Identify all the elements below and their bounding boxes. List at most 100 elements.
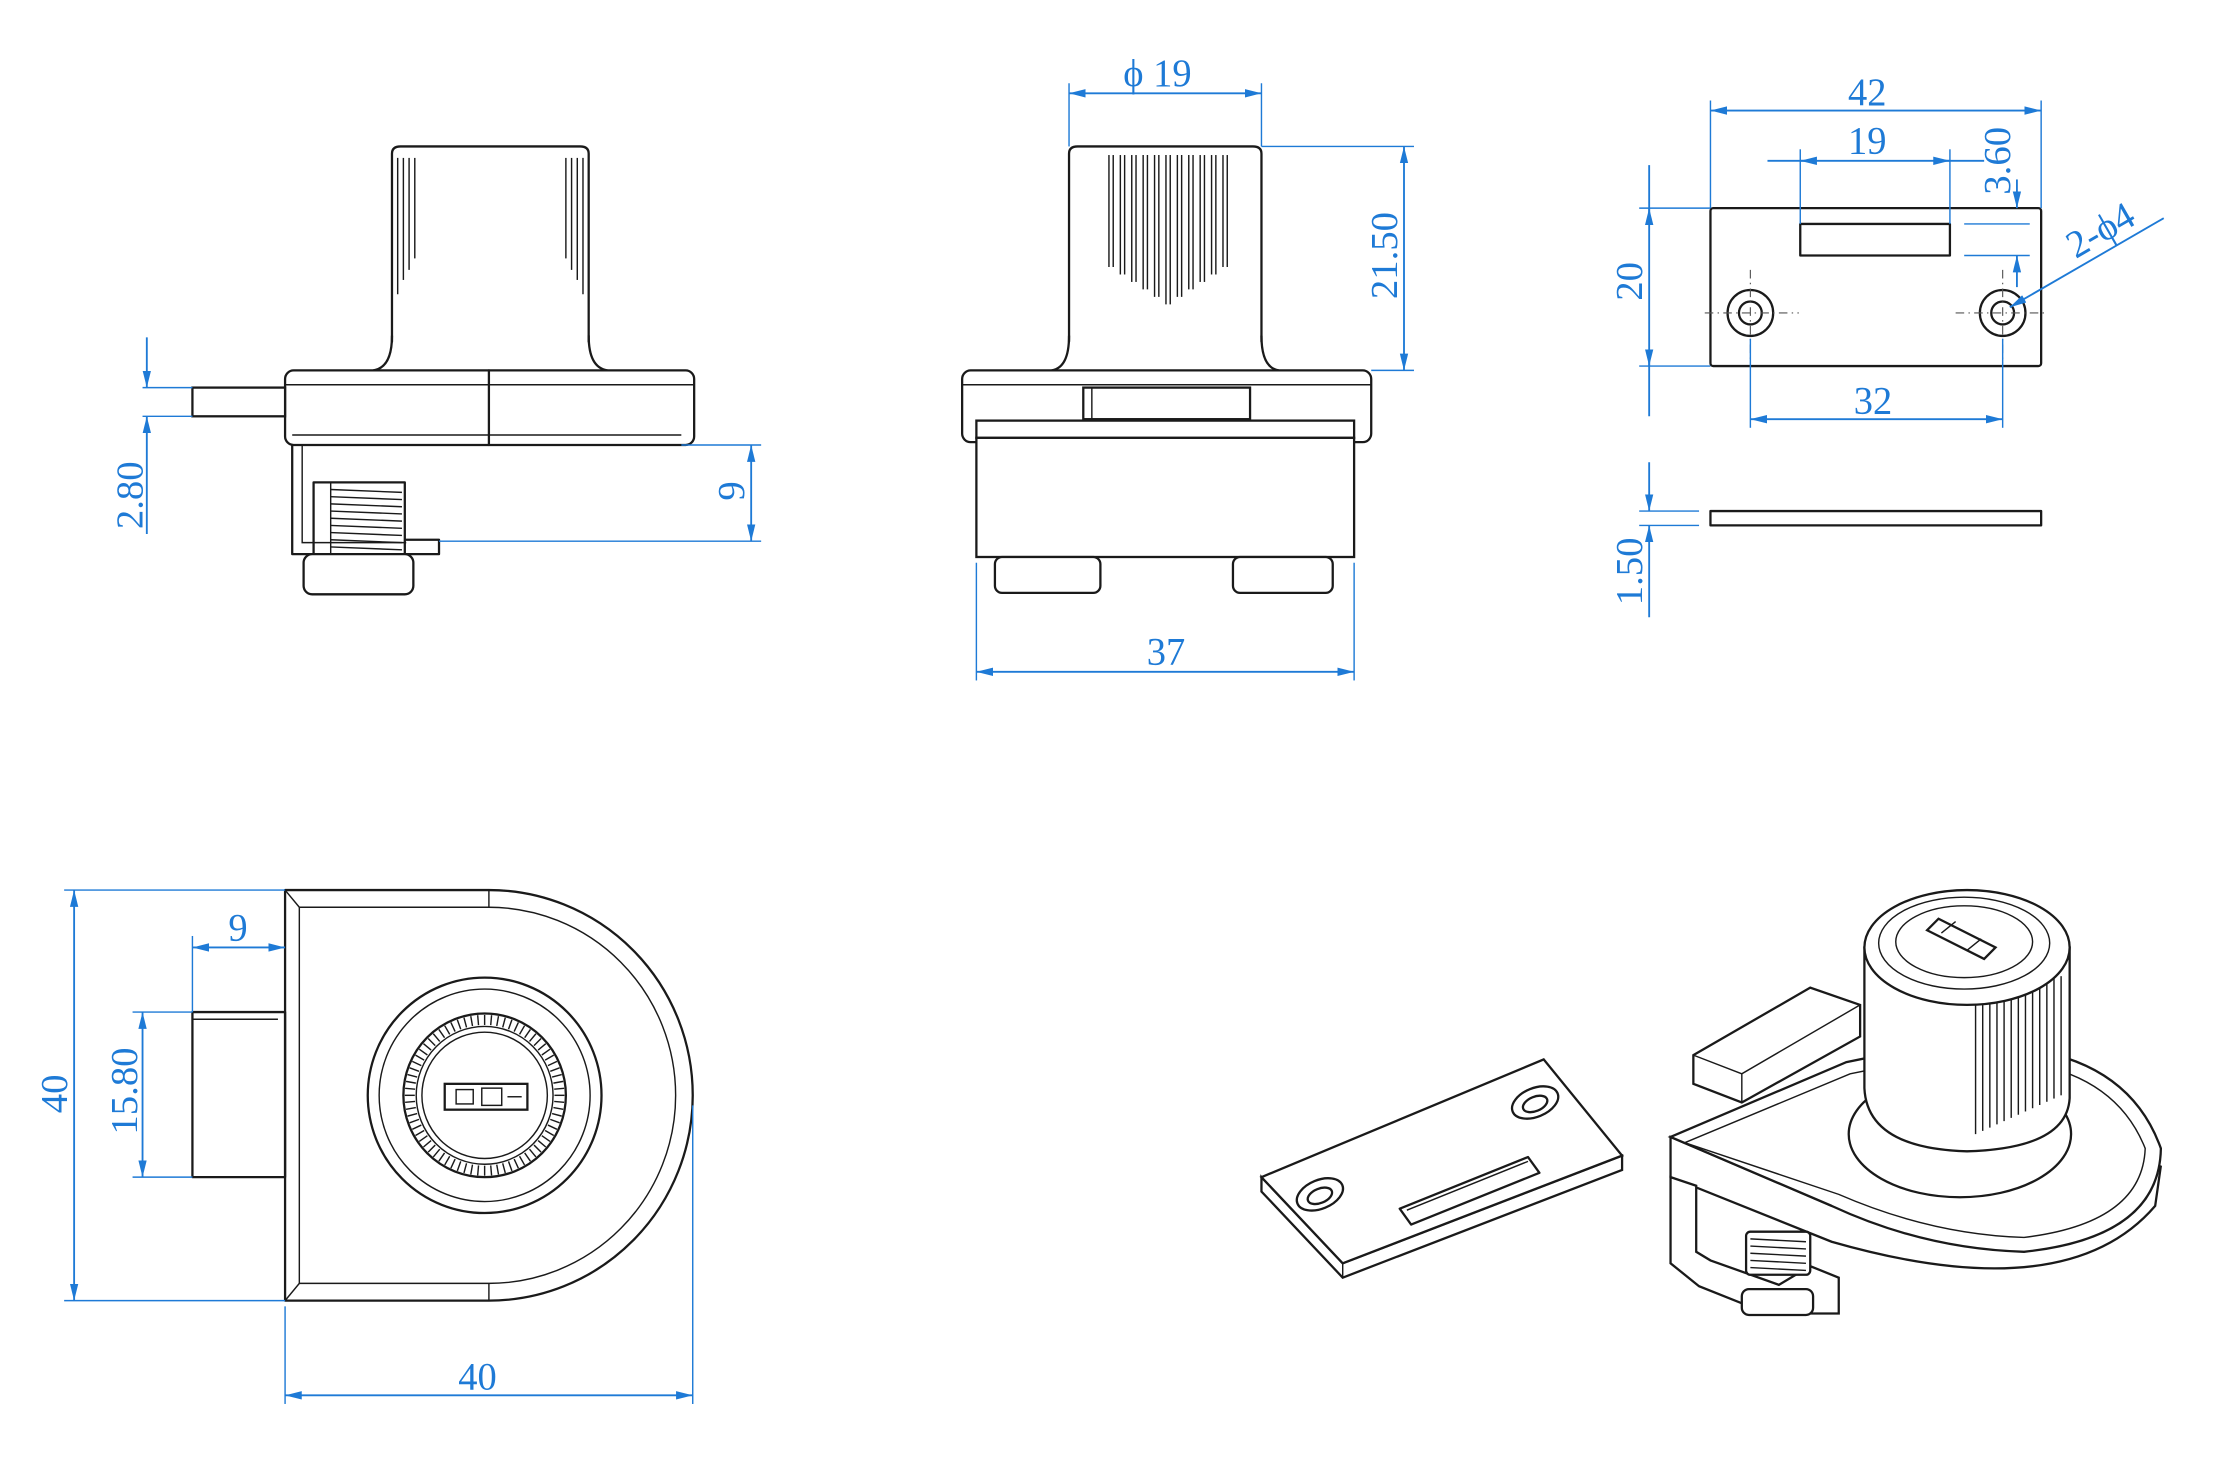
knurl-tick	[490, 1015, 493, 1026]
side-knob-flare-right	[587, 334, 609, 372]
knurl-tick	[518, 1155, 526, 1166]
knurl-tick	[490, 1165, 493, 1176]
iso-knurl	[1974, 976, 2062, 1135]
top-body-corner	[284, 1282, 300, 1302]
knurl-tick	[496, 1016, 500, 1027]
knurl-tick	[405, 1087, 416, 1090]
dim-label-bolt-projection: 9	[228, 907, 247, 949]
top-body-outline	[283, 888, 694, 1302]
knurl-tick	[507, 1161, 513, 1172]
knurl-tick	[513, 1022, 520, 1032]
knurl-tick	[432, 1148, 441, 1158]
knurl-tick	[554, 1100, 565, 1104]
knurl-tick	[427, 1144, 436, 1153]
lock-knurl-ring	[404, 1014, 565, 1176]
top-body-inner-outline	[298, 906, 677, 1285]
knurl-tick	[470, 1016, 474, 1027]
lock-knurl-outer	[402, 1012, 568, 1179]
knurl-tick	[513, 1158, 520, 1169]
knurl-tick	[405, 1106, 416, 1110]
dim-label-slot-offset: 3.60	[1977, 127, 2019, 195]
knurl-tick	[444, 1155, 451, 1166]
dim-label-body-width: 37	[1147, 632, 1185, 674]
knurl-tick	[423, 1139, 432, 1148]
dim-label-body-width: 40	[458, 1356, 496, 1398]
knurl-tick	[407, 1073, 418, 1078]
knurl-tick	[456, 1019, 462, 1030]
knurl-tick	[444, 1025, 451, 1035]
knurl-tick	[405, 1080, 416, 1084]
knurl-tick	[450, 1022, 456, 1032]
knurl-tick	[550, 1118, 560, 1124]
knurl-tick	[438, 1029, 446, 1039]
knurl-tick	[550, 1067, 560, 1072]
side-knurl-left	[396, 157, 416, 295]
dim-label-body-height: 40	[34, 1075, 76, 1114]
knurl-tick	[533, 1037, 542, 1047]
side-bracket	[291, 443, 441, 556]
knurl-tick	[537, 1139, 547, 1148]
knurl-tick	[409, 1067, 420, 1072]
knurl-tick	[411, 1124, 422, 1130]
knurl-tick	[411, 1060, 422, 1067]
knurl-tick	[418, 1048, 428, 1056]
knurl-tick	[415, 1054, 425, 1061]
knurl-tick	[450, 1158, 456, 1169]
iso-knob-top-ring	[1877, 896, 2051, 990]
knurl-tick	[405, 1100, 416, 1104]
knurl-tick	[537, 1043, 547, 1051]
dim-label-bolt-height: 2.80	[110, 461, 152, 529]
knurl-tick	[524, 1152, 531, 1162]
knurl-tick	[496, 1164, 500, 1175]
front-slot	[1082, 386, 1252, 421]
knurl-tick	[502, 1017, 506, 1028]
knurl-tick	[502, 1163, 506, 1174]
top-body-corner	[284, 889, 300, 908]
strike-plate-slot	[1799, 222, 1952, 257]
dim-label-plate-height: 20	[1609, 262, 1651, 301]
knurl-tick	[507, 1019, 513, 1030]
side-screw-thread	[312, 481, 406, 556]
knurl-tick	[476, 1165, 480, 1176]
knurl-tick	[541, 1048, 551, 1056]
side-knob-flare-left	[372, 334, 394, 372]
knurl-tick	[463, 1017, 468, 1028]
iso-strike-plate	[1259, 1058, 1624, 1279]
knurl-tick	[547, 1124, 558, 1130]
front-knob-flare-right	[1260, 334, 1280, 372]
iso-lock	[1667, 888, 2163, 1317]
front-foot-left	[993, 555, 1102, 595]
knurl-tick	[415, 1129, 425, 1137]
strike-hole-right	[1955, 269, 2047, 359]
knurl-tick	[476, 1015, 480, 1026]
front-knurl	[1108, 155, 1228, 305]
top-bolt	[191, 1010, 287, 1179]
knurl-tick	[533, 1144, 542, 1153]
knurl-tick	[553, 1080, 564, 1084]
knurl-tick	[407, 1112, 418, 1117]
side-knob-outline	[390, 145, 590, 343]
front-body	[975, 436, 1356, 559]
dim-label-plate-thickness: 1.50	[1609, 537, 1651, 605]
strike-hole-left	[1704, 269, 1799, 359]
lock-cylinder-ring	[415, 1025, 554, 1165]
knurl-tick	[409, 1118, 420, 1124]
front-knob-flare-left	[1050, 334, 1071, 372]
dim-label-plate-length: 42	[1848, 72, 1886, 114]
knurl-tick	[438, 1152, 446, 1162]
knurl-tick	[528, 1148, 537, 1158]
dim-label-knob-diameter: ϕ 19	[1123, 53, 1191, 95]
side-knurl-right	[565, 157, 584, 295]
lock-cylinder-face	[421, 1031, 549, 1160]
knurl-tick	[544, 1129, 555, 1137]
knurl-tick	[544, 1054, 555, 1061]
dim-label-bracket-depth: 9	[711, 481, 753, 500]
strike-plate-view: 42 19 3.60 2-ϕ4 20 32 1.50	[1609, 72, 2165, 618]
iso-keyway-icon	[1925, 917, 1998, 961]
side-bracket-inner	[301, 445, 407, 544]
iso-lock-bolt	[1692, 986, 1862, 1104]
knurl-tick	[423, 1043, 432, 1051]
front-knob-outline	[1067, 145, 1263, 343]
knurl-tick	[456, 1161, 462, 1172]
